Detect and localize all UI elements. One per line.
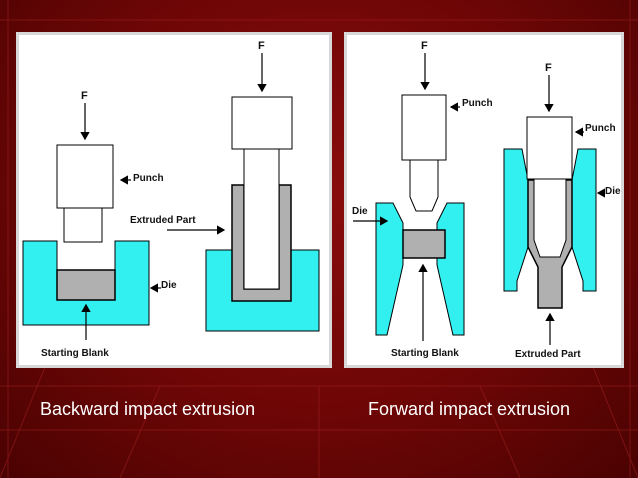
extruded-part-label: Extruded Part — [130, 215, 196, 226]
punch-body-extruded — [231, 96, 293, 150]
forward-extrusion-diagram: F Punch Die Starting Blank F Punch Die E… — [352, 40, 621, 360]
backward-extrusion-caption: Backward impact extrusion — [40, 399, 256, 419]
force-label-extruded: F — [258, 40, 265, 52]
die-left-half-setup1 — [375, 202, 404, 336]
starting-blank-label: Starting Blank — [41, 348, 109, 359]
punch-body-forward-2 — [526, 116, 573, 180]
starting-blank-label-forward: Starting Blank — [391, 348, 459, 359]
punch-label-forward: Punch — [462, 98, 493, 109]
die-right-half-setup1 — [436, 202, 465, 336]
force-label-forward: F — [421, 40, 428, 52]
punch-label-forward-2: Punch — [585, 123, 616, 134]
backward-extrusion-panel: F Punch Die Starting Blank F Extruded Pa… — [16, 32, 332, 368]
die-label-forward: Die — [352, 206, 368, 217]
punch-body-forward — [401, 94, 447, 161]
force-label: F — [81, 90, 88, 102]
punch-stem-extruded — [243, 148, 280, 290]
starting-blank — [56, 269, 116, 301]
punch-label: Punch — [133, 173, 164, 184]
starting-blank-forward — [402, 229, 446, 259]
forward-extrusion-panel: F Punch Die Starting Blank F Punch Die E… — [344, 32, 624, 368]
force-label-forward-2: F — [545, 62, 552, 74]
die-label-forward-2: Die — [605, 186, 621, 197]
forward-extrusion-caption: Forward impact extrusion — [368, 399, 571, 419]
punch-tip — [63, 207, 103, 243]
extruded-part-label-forward: Extruded Part — [515, 349, 581, 360]
die-left-half-setup2 — [503, 148, 529, 292]
backward-extrusion-diagram: F Punch Die Starting Blank F Extruded Pa… — [22, 40, 320, 359]
die-label: Die — [161, 280, 177, 291]
punch-body — [56, 144, 114, 209]
die-right-half-setup2 — [571, 148, 597, 292]
die-left-setup — [22, 240, 150, 326]
punch-tip-forward-2 — [533, 178, 567, 258]
punch-tip-forward — [409, 159, 439, 212]
